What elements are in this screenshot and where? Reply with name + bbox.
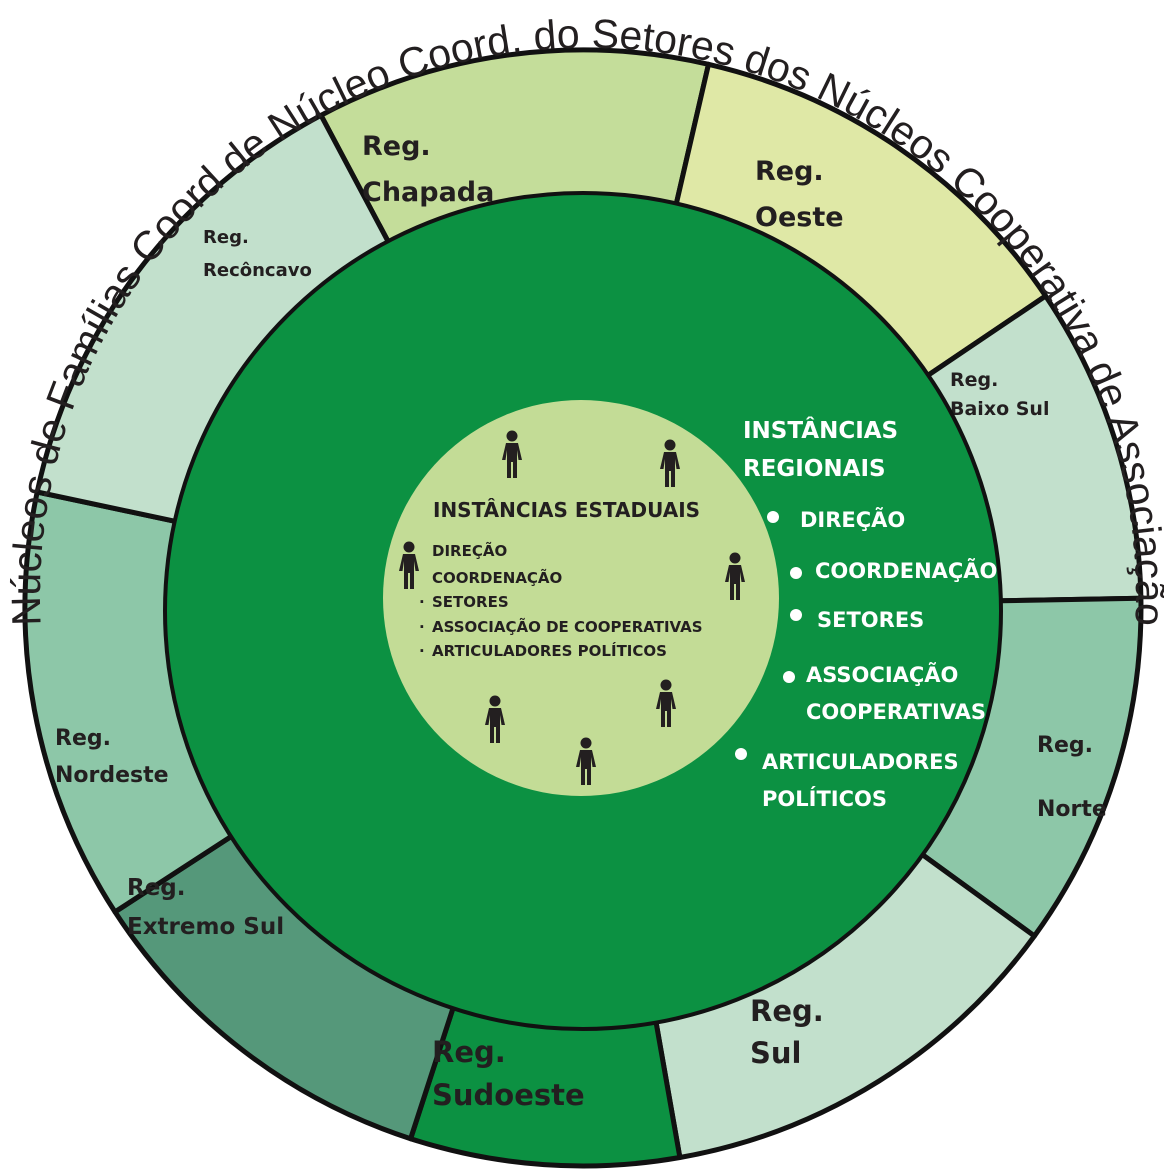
bullet-dot xyxy=(767,511,779,523)
region-label-nordeste: Reg. Nordeste xyxy=(55,726,169,788)
region-label-norte: Reg. Norte xyxy=(1037,733,1107,822)
state-item-bullet: · xyxy=(419,618,425,636)
region-label-baixo-sul: Reg. Baixo Sul xyxy=(950,369,1049,420)
state-center-circle xyxy=(383,400,779,796)
regional-instances: INSTÂNCIAS REGIONAIS DIREÇÃO COORDENAÇÃO… xyxy=(735,416,997,811)
region-label-extremo-sul: Reg. Extremo Sul xyxy=(127,875,284,940)
regional-item: SETORES xyxy=(817,608,924,632)
region-label-reconcavo: Reg. Recôncavo xyxy=(203,227,312,281)
region-labels: Reg. Chapada Reg. Oeste Reg. Baixo Sul R… xyxy=(55,131,1107,1112)
state-item: SETORES xyxy=(432,593,509,611)
state-item: DIREÇÃO xyxy=(432,541,507,560)
regional-item: ARTICULADORES POLÍTICOS xyxy=(762,750,966,811)
bullet-dot xyxy=(790,609,802,621)
state-item-bullet: · xyxy=(419,642,425,660)
bullet-dot xyxy=(783,671,795,683)
region-label-sul: Reg. Sul xyxy=(750,994,834,1070)
region-label-chapada: Reg. Chapada xyxy=(362,131,494,208)
bullet-dot xyxy=(790,567,802,579)
bullet-dot xyxy=(735,748,747,760)
state-instances-title: INSTÂNCIAS ESTADUAIS xyxy=(433,498,700,522)
state-instances: INSTÂNCIAS ESTADUAIS DIREÇÃO COORDENAÇÃO… xyxy=(419,498,703,660)
region-label-sudoeste: Reg. Sudoeste xyxy=(432,1035,585,1112)
regional-item: COORDENAÇÃO xyxy=(815,558,997,583)
state-item: COORDENAÇÃO xyxy=(432,568,562,587)
regional-item: DIREÇÃO xyxy=(800,507,905,532)
state-item: ARTICULADORES POLÍTICOS xyxy=(432,641,667,660)
state-item-bullet: · xyxy=(419,593,425,611)
regional-item: ASSOCIAÇÃO COOPERATIVAS xyxy=(806,662,986,724)
state-item: ASSOCIAÇÃO DE COOPERATIVAS xyxy=(432,617,703,636)
region-label-oeste: Reg. Oeste xyxy=(755,156,844,233)
regional-instances-title: INSTÂNCIAS REGIONAIS xyxy=(743,416,906,482)
